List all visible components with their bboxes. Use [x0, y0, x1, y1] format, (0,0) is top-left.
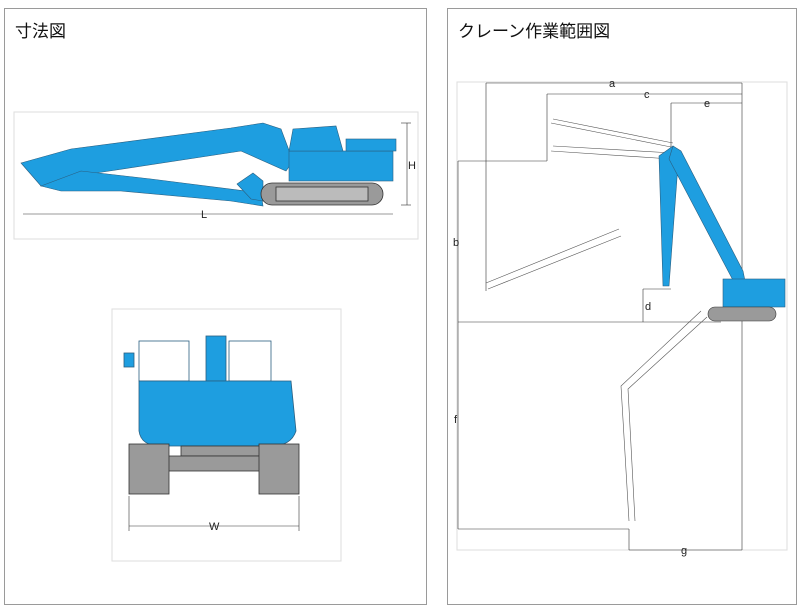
dimension-lines	[457, 82, 743, 551]
dimensions-diagram: L H W	[13, 111, 419, 562]
boom-outlines	[485, 118, 708, 522]
label-a: a	[609, 78, 616, 90]
front-view-tracks	[128, 443, 300, 495]
front-view-excavator	[123, 335, 297, 447]
crane-track	[707, 306, 777, 322]
dimensions-title: 寸法図	[15, 22, 66, 42]
label-b: b	[453, 237, 459, 249]
label-d: d	[645, 301, 651, 313]
front-view: W	[111, 308, 342, 562]
side-view: L H	[13, 111, 419, 240]
label-c: c	[644, 89, 650, 101]
label-g: g	[681, 545, 687, 557]
crane-excavator	[658, 145, 786, 308]
side-view-excavator	[20, 122, 397, 207]
crane-range-diagram: a b c d e f g	[453, 78, 788, 557]
crane-range-panel: クレーン作業範囲図	[447, 8, 797, 605]
crane-range-title: クレーン作業範囲図	[458, 22, 611, 42]
side-view-track	[260, 182, 384, 206]
label-f: f	[454, 414, 458, 426]
width-label: W	[209, 521, 220, 533]
label-e: e	[704, 98, 710, 110]
length-label: L	[201, 209, 207, 221]
dimensions-panel: 寸法図 L H	[4, 8, 427, 605]
height-label: H	[408, 160, 416, 172]
